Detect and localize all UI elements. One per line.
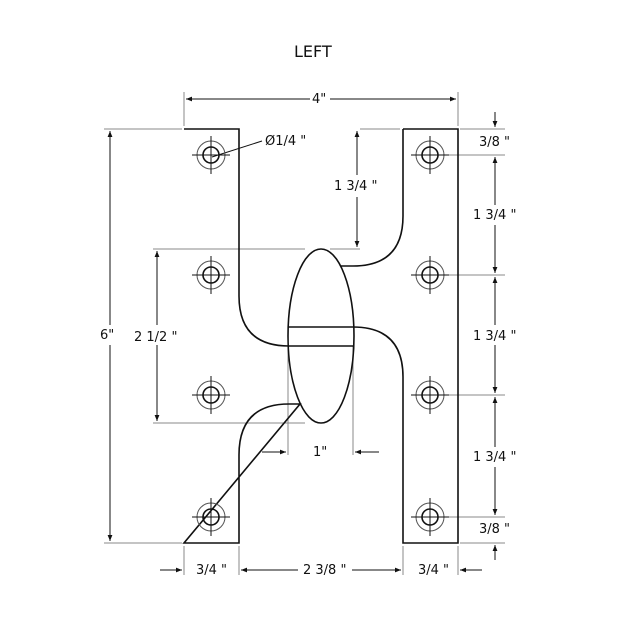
dim-right-edge-top: 3/8 " xyxy=(479,135,511,150)
dim-hole-diameter: Ø1/4 " xyxy=(265,134,307,149)
hinge-outline xyxy=(182,128,459,544)
dim-leaf-gap: 2 3/8 " xyxy=(303,563,347,578)
left-leaf xyxy=(182,128,302,544)
screw-hole-icon xyxy=(411,498,449,536)
knuckle xyxy=(287,248,355,424)
screw-hole-icon xyxy=(192,498,230,536)
dim-hole-spacing-1: 1 3/4 " xyxy=(473,208,517,223)
dim-knuckle-top-offset: 1 3/4 " xyxy=(334,179,378,194)
dimension-lines xyxy=(107,96,498,573)
drawing-title: LEFT xyxy=(294,42,332,61)
dim-hole-spacing-2: 1 3/4 " xyxy=(473,329,517,344)
extension-lines xyxy=(104,92,505,575)
screw-hole-icon xyxy=(411,136,449,174)
screw-hole-icon xyxy=(192,376,230,414)
screw-hole-icon xyxy=(192,136,230,174)
screw-hole-icon xyxy=(411,376,449,414)
dim-overall-height: 6" xyxy=(100,328,115,343)
dim-knuckle-length: 2 1/2 " xyxy=(134,330,178,345)
dim-leaf-width-right: 3/4 " xyxy=(418,563,450,578)
dim-leaf-width-left: 3/4 " xyxy=(196,563,228,578)
screw-hole-icon xyxy=(411,256,449,294)
dim-overall-width: 4" xyxy=(312,92,327,107)
screw-holes xyxy=(192,136,449,536)
right-leaf xyxy=(341,128,459,544)
dim-right-edge-bottom: 3/8 " xyxy=(479,522,511,537)
dim-knuckle-width: 1" xyxy=(313,445,328,460)
dim-hole-spacing-3: 1 3/4 " xyxy=(473,450,517,465)
screw-hole-icon xyxy=(192,256,230,294)
